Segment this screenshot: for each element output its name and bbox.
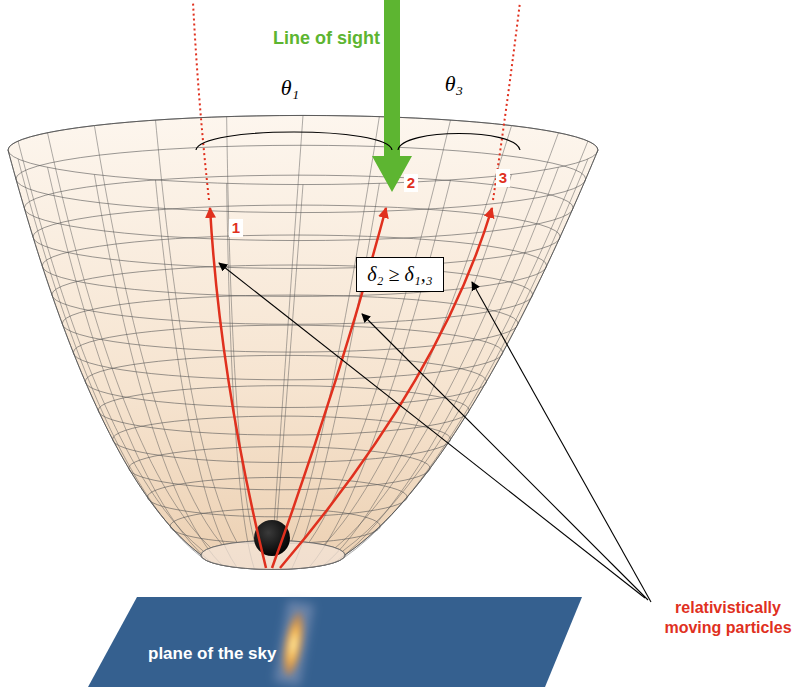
grid-meridian — [343, 159, 588, 559]
track-extension — [493, 2, 520, 200]
plane-shape — [88, 597, 582, 687]
angle-bracket — [398, 134, 520, 151]
doppler-box: δ₂ ≥ δ₁,₃ — [356, 257, 443, 292]
grid-ring — [73, 325, 502, 380]
angle-label: θ₁ — [281, 75, 299, 101]
funnel-body — [8, 115, 598, 569]
particles-label: relativistically moving particles — [660, 598, 796, 638]
callout-number: 2 — [404, 174, 418, 192]
plane-parallelogram — [88, 597, 582, 687]
particle-track — [280, 208, 492, 568]
particle-track — [210, 208, 266, 568]
grid-meridian — [345, 150, 598, 555]
particle-tracks — [193, 2, 520, 568]
grid-meridian — [292, 183, 380, 569]
paraboloid-funnel — [8, 115, 598, 569]
jet-strip — [274, 600, 314, 685]
grid-meridian — [94, 126, 222, 545]
grid-ring — [33, 205, 560, 268]
grid-meridian — [324, 126, 512, 545]
grid-meridian — [343, 141, 588, 551]
grid-meridian — [335, 133, 558, 548]
doppler-relation: δ₂ ≥ δ₁,₃ — [367, 263, 432, 286]
sky-plane: plane of the sky — [88, 597, 582, 687]
grid-meridian — [309, 180, 451, 568]
jet-image — [278, 604, 310, 678]
angle-bracket — [196, 132, 392, 150]
plane-label: plane of the sky — [148, 644, 276, 664]
grid-meridian — [156, 120, 238, 542]
grid-meridian — [18, 141, 203, 551]
line-of-sight-label: Line of sight — [273, 28, 380, 49]
leader-line — [472, 282, 651, 602]
grid-ring — [147, 477, 407, 516]
angle-brackets — [196, 132, 520, 150]
grid-meridian — [273, 115, 303, 540]
track-extension — [193, 2, 209, 200]
callout-number: 3 — [496, 169, 510, 187]
callout-number: 1 — [229, 219, 243, 237]
leader-line — [219, 263, 645, 598]
grid-meridian — [227, 183, 255, 569]
grid-meridian — [273, 185, 303, 570]
grid-meridian — [156, 180, 238, 568]
leader-line — [362, 314, 648, 600]
leader-lines — [219, 263, 651, 602]
grid-ring — [98, 386, 469, 435]
angle-label: θ₃ — [445, 71, 463, 97]
grid-ring — [62, 295, 518, 352]
grid-meridian — [227, 117, 255, 541]
grid-ring — [129, 447, 430, 490]
